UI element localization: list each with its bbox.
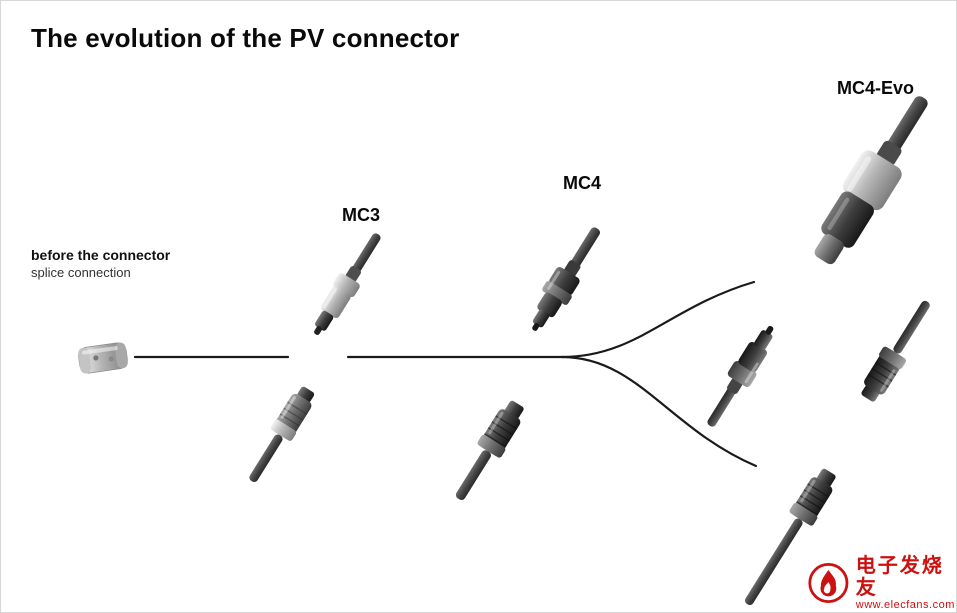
mc3-female-connector-image	[249, 386, 315, 483]
mc4-male-connector-image	[532, 227, 601, 331]
watermark-url: www.elecfans.com	[855, 599, 955, 611]
watermark: 电子发烧友 www.elecfans.com	[807, 555, 956, 611]
mc3-male-connector-image	[314, 233, 381, 335]
page-title: The evolution of the PV connector	[31, 23, 460, 53]
stage-before-connector-label: before the connector splice connection	[31, 247, 170, 281]
mc4-evo-bottom-connector-image	[744, 468, 836, 606]
before-connector-line1: before the connector	[31, 247, 171, 263]
elecfans-logo-icon	[808, 563, 849, 604]
timeline-branch-lower	[560, 355, 758, 468]
timeline-lines	[133, 280, 758, 468]
mc3-label: MC3	[342, 205, 381, 225]
watermark-brand: 电子发烧友	[855, 555, 944, 599]
timeline-branch-upper	[560, 280, 756, 359]
mc4-evo-male-connector-image	[707, 325, 774, 427]
mc4-evo-label: MC4-Evo	[837, 78, 915, 98]
mc4-evo-large-connector-image	[814, 96, 928, 265]
mc4-label: MC4	[563, 173, 602, 193]
mc4-evo-right-connector-image	[861, 300, 930, 402]
mc4-female-connector-image	[455, 400, 524, 500]
before-connector-line2: splice connection	[31, 264, 131, 280]
splice-connector-image	[78, 342, 128, 374]
